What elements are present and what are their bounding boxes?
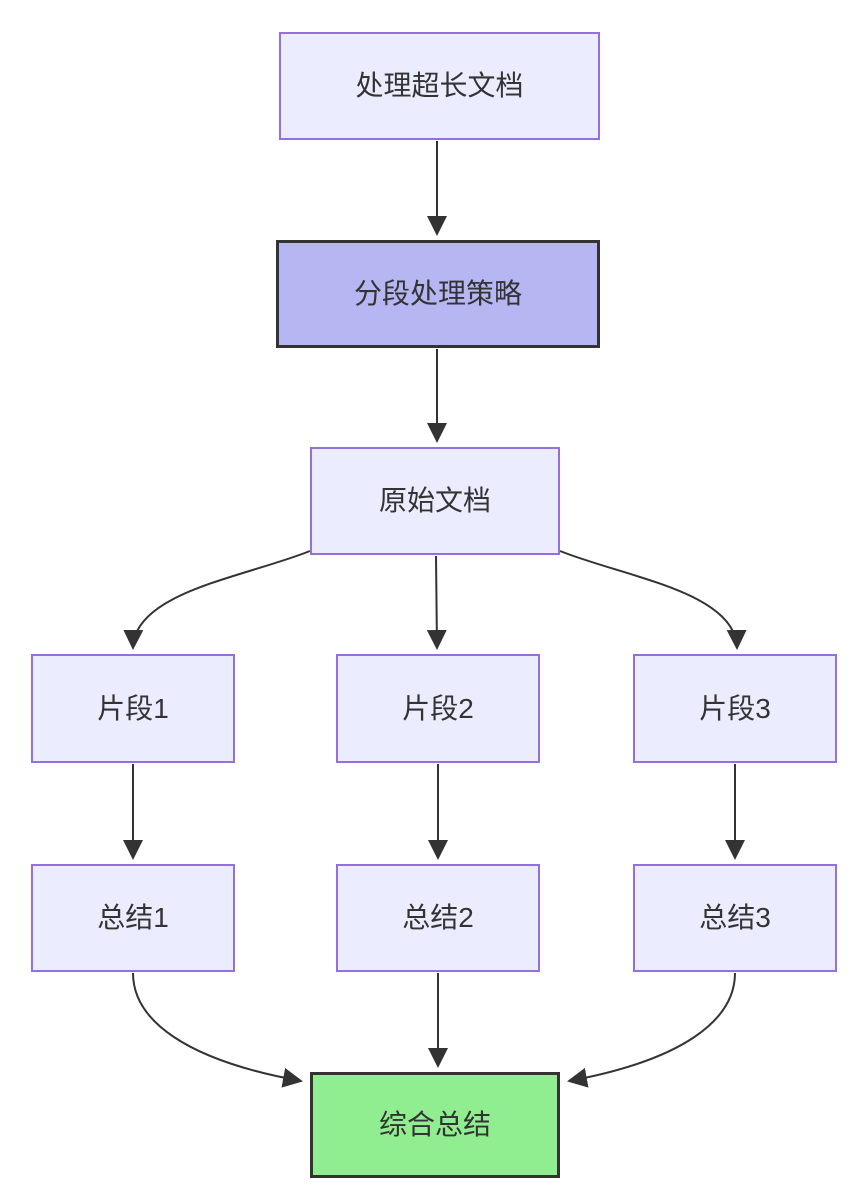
node-segment-3: 片段3 [633, 654, 837, 763]
node-summary-2: 总结2 [336, 864, 540, 972]
node-source-doc: 原始文档 [310, 447, 560, 555]
edge-sum3-final [567, 972, 736, 1088]
node-segment-2: 片段2 [336, 654, 540, 763]
node-root: 处理超长文档 [279, 32, 600, 140]
edge-doc-seg2 [426, 555, 447, 650]
edge-sum1-final [132, 972, 303, 1088]
node-summary-1: 总结1 [31, 864, 235, 972]
node-strategy: 分段处理策略 [276, 240, 600, 348]
node-final-summary: 综合总结 [310, 1072, 560, 1178]
edge-doc-seg3 [559, 550, 747, 650]
edge-doc-seg1 [123, 550, 311, 650]
node-summary-3: 总结3 [633, 864, 837, 972]
node-segment-1: 片段1 [31, 654, 235, 763]
